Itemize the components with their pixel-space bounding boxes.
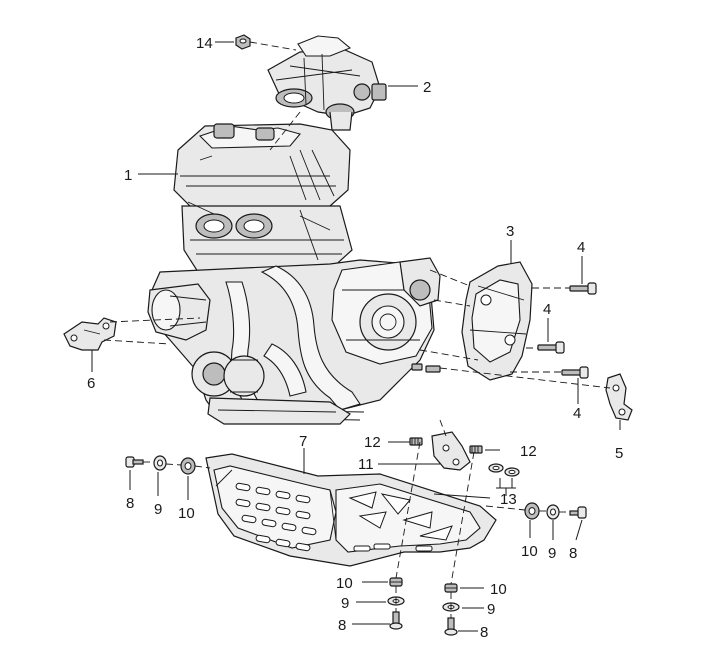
washer-9-left: [153, 455, 167, 471]
callout-8-right: 8: [569, 545, 577, 562]
callout-6: 6: [87, 375, 95, 392]
bolt-4-bottom: [561, 366, 589, 379]
grommet-10-bottom-left: [389, 577, 403, 587]
leader-lines: [91, 41, 621, 632]
callout-7: 7: [299, 433, 307, 450]
callout-5: 5: [615, 445, 623, 462]
callout-8-bottom-left: 8: [338, 617, 346, 634]
bracket-5: [605, 373, 633, 421]
callout-4-top: 4: [577, 239, 585, 256]
callout-9-left: 9: [154, 501, 162, 518]
sprocket-cover: [461, 261, 533, 381]
callout-labels: 14 2 1 3 4 4 4 5 6 7 12 12 11 13 8 9 10 …: [87, 35, 623, 641]
callout-12-left: 12: [364, 434, 381, 451]
callout-4-middle: 4: [543, 301, 551, 318]
callout-13: 13: [500, 491, 517, 508]
bolt-4-middle: [537, 341, 565, 354]
assembly-lines: [103, 41, 611, 618]
bolt-4-top: [569, 282, 597, 295]
callout-11: 11: [358, 456, 374, 473]
callout-9-bottom-left: 9: [341, 595, 349, 612]
washer-13-a: [488, 463, 504, 473]
callout-10-bottom-left: 10: [336, 575, 353, 592]
bracket-6: [63, 317, 117, 351]
bolt-8-bottom-right: [444, 617, 458, 636]
stud-12-left: [409, 437, 423, 446]
callout-10-left: 10: [178, 505, 195, 522]
callout-8-bottom-right: 8: [480, 624, 488, 641]
callout-1: 1: [124, 167, 132, 184]
washer-13-b: [504, 467, 520, 477]
skid-plate-slots: [235, 482, 453, 552]
skid-bracket-11: [431, 431, 471, 471]
nut-14: [235, 34, 251, 50]
grommet-10-right: [524, 502, 540, 520]
bolt-8-right: [569, 506, 587, 519]
callout-14: 14: [196, 35, 213, 52]
grommet-10-bottom-right: [444, 583, 458, 593]
callout-9-right: 9: [548, 545, 556, 562]
grommet-10-left: [180, 457, 196, 475]
washer-9-right: [546, 504, 560, 520]
callout-10-right: 10: [521, 543, 538, 560]
callout-8-left: 8: [126, 495, 134, 512]
callout-10-bottom-right: 10: [490, 581, 507, 598]
skid-plate: [205, 453, 497, 567]
callout-12-right: 12: [520, 443, 537, 460]
throttle-body-assembly: [267, 35, 387, 131]
engine-block: [147, 123, 441, 425]
bolt-8-left: [125, 456, 144, 468]
callout-2: 2: [423, 79, 431, 96]
callout-4-bottom: 4: [573, 405, 581, 422]
bolt-8-bottom-left: [389, 611, 403, 630]
callout-3: 3: [506, 223, 514, 240]
callout-9-bottom-right: 9: [487, 601, 495, 618]
stud-12-right: [469, 445, 483, 454]
